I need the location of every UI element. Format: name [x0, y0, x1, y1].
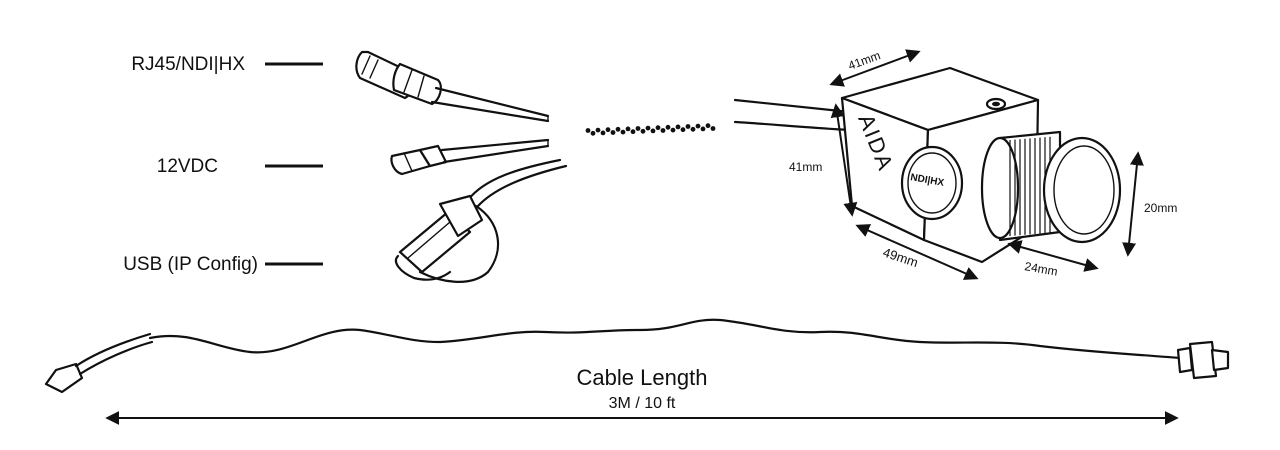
dim-lens-diameter-label: 20mm: [1144, 201, 1177, 215]
cable-illustration: [44, 318, 1230, 394]
break-dot: [680, 127, 686, 133]
usb-connector-icon: [394, 158, 568, 283]
dim-lens-length-label: 24mm: [1023, 259, 1058, 279]
dim-side-arrow: [830, 103, 858, 217]
break-dot: [595, 127, 601, 133]
break-dot: [710, 126, 716, 131]
dim-length-arrow: [855, 224, 979, 280]
cable-break-dots: [585, 123, 716, 136]
break-dot: [705, 123, 711, 129]
break-dot: [655, 125, 661, 131]
cable-length-value: 3M / 10 ft: [609, 395, 676, 412]
dim-length-label: 49mm: [881, 245, 920, 270]
break-dot: [640, 128, 646, 134]
break-dot: [690, 126, 696, 132]
break-dot: [670, 127, 676, 133]
break-dot: [625, 126, 631, 132]
break-dot: [695, 123, 701, 129]
dim-top-label: 41mm: [846, 48, 882, 73]
break-dot: [600, 130, 606, 136]
break-dot: [585, 128, 591, 133]
rj45-connector-icon: [355, 50, 550, 123]
dim-side-label: 41mm: [789, 160, 822, 174]
usb-label: USB (IP Config): [123, 254, 258, 275]
break-dot: [645, 125, 651, 131]
break-dot: [630, 129, 636, 135]
break-dot: [635, 126, 641, 131]
break-dot: [615, 126, 621, 132]
rj45-label: RJ45/NDI|HX: [131, 54, 245, 75]
break-dot: [605, 127, 611, 133]
dim-lens-length-arrow: [1007, 240, 1099, 272]
dc-connector-icon: [390, 138, 550, 176]
dim-top-arrow: [829, 49, 921, 87]
dim-lens-diameter-arrow: [1122, 151, 1144, 257]
break-dot: [700, 126, 706, 132]
break-dot: [610, 130, 616, 135]
break-dot: [685, 124, 691, 129]
break-dot: [590, 130, 596, 136]
break-dot: [665, 124, 671, 130]
break-dot: [660, 128, 666, 133]
break-dot: [620, 129, 626, 135]
cable-length-title: Cable Length: [577, 365, 708, 390]
break-dot: [650, 128, 656, 134]
break-dot: [675, 124, 681, 130]
dc-label: 12VDC: [157, 156, 218, 177]
